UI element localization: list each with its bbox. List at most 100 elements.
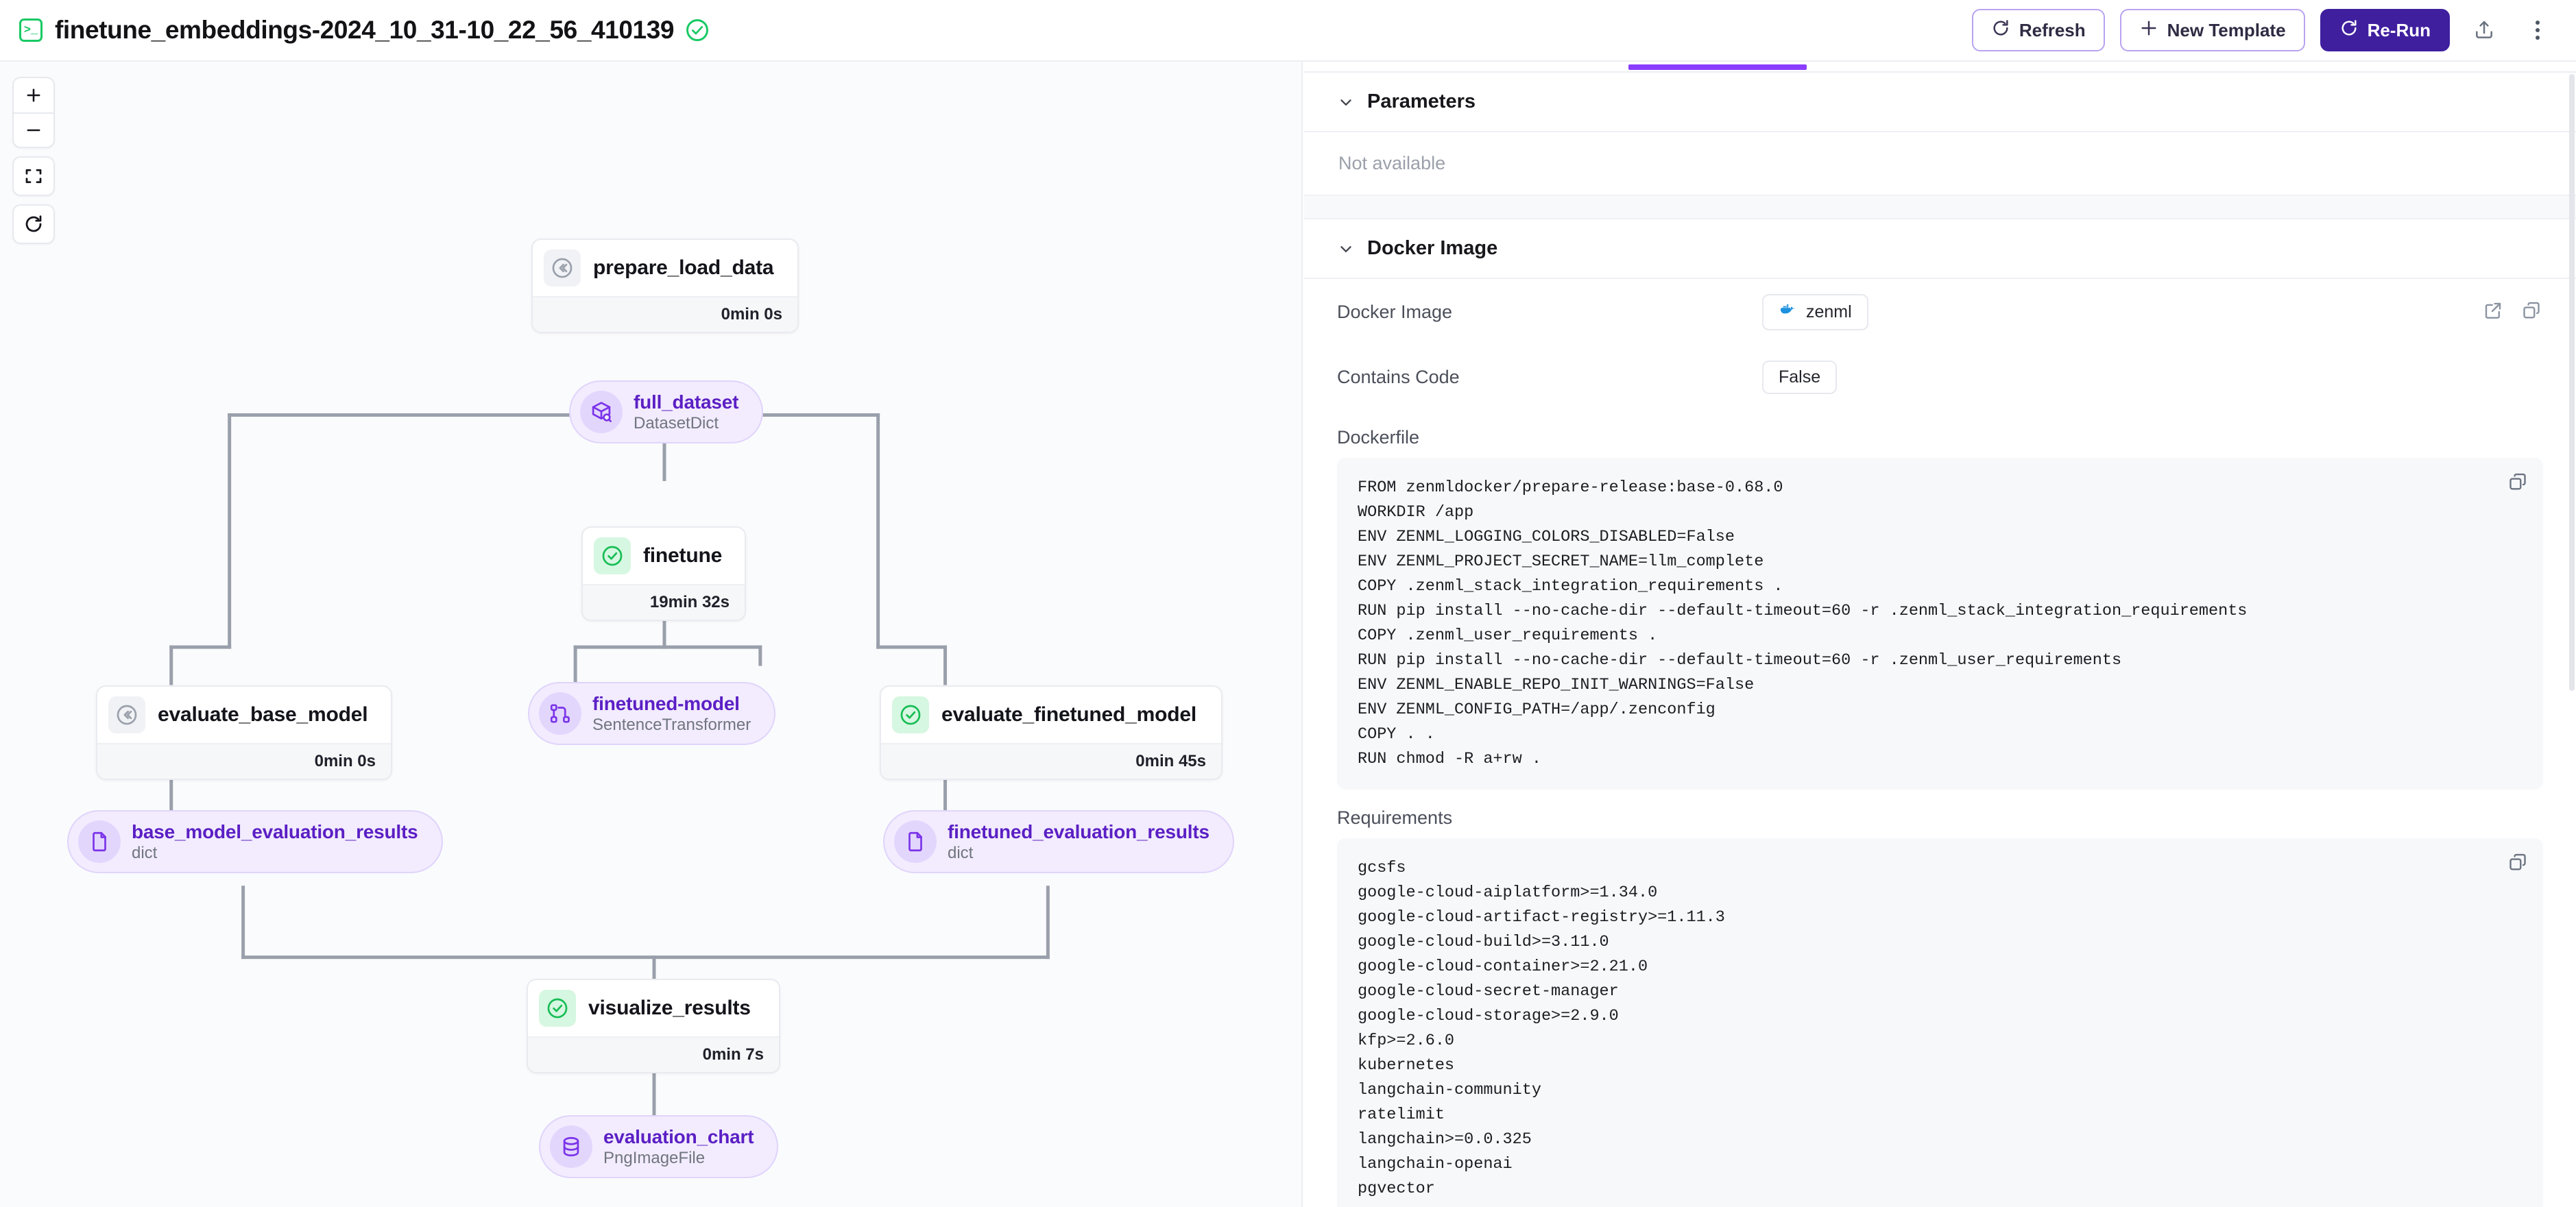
- dag-step-node[interactable]: visualize_results 0min 7s: [527, 979, 780, 1073]
- content-area: prepare_load_data 0min 0s full_dataset D…: [0, 62, 2576, 1207]
- zoom-button-group: [12, 77, 55, 148]
- reset-view-button[interactable]: [12, 204, 55, 244]
- refresh-icon: [1991, 19, 2010, 42]
- copy-icon[interactable]: [2507, 472, 2528, 492]
- step-duration: 19min 32s: [583, 584, 745, 620]
- dag-artifact-node[interactable]: evaluation_chart PngImageFile: [539, 1115, 779, 1178]
- copy-icon[interactable]: [2507, 852, 2528, 873]
- check-circle-icon: [686, 19, 709, 41]
- contains-code-key: Contains Code: [1337, 367, 1460, 387]
- requirements-code-block: gcsfs google-cloud-aiplatform>=1.34.0 go…: [1337, 838, 2543, 1207]
- page-title: finetune_embeddings-2024_10_31-10_22_56_…: [55, 16, 675, 44]
- step-header: prepare_load_data: [533, 240, 797, 296]
- zoom-out-button[interactable]: [14, 112, 53, 147]
- docker-image-value: zenml: [1806, 302, 1852, 321]
- artifact-name: finetuned_evaluation_results: [948, 820, 1209, 842]
- dag-artifact-node[interactable]: full_dataset DatasetDict: [569, 380, 764, 443]
- header-left-group: >_ finetune_embeddings-2024_10_31-10_22_…: [19, 16, 709, 45]
- section-header-docker-image[interactable]: Docker Image: [1304, 219, 2576, 279]
- re-run-button[interactable]: Re-Run: [2320, 9, 2450, 51]
- step-duration: 0min 45s: [881, 743, 1221, 779]
- panel-scrollbar[interactable]: [2569, 74, 2575, 691]
- docker-whale-icon: [1779, 301, 1796, 324]
- new-template-label: New Template: [2167, 19, 2286, 40]
- artifact-type: DatasetDict: [634, 413, 719, 432]
- new-template-button[interactable]: New Template: [2119, 9, 2305, 51]
- artifact-name: base_model_evaluation_results: [132, 820, 418, 842]
- step-name: evaluate_finetuned_model: [941, 703, 1196, 726]
- model-nodes-icon: [539, 692, 581, 735]
- dag-artifact-node[interactable]: base_model_evaluation_results dict: [67, 810, 443, 873]
- chevron-down-icon: [1337, 93, 1355, 111]
- check-circle-icon: [539, 990, 576, 1027]
- dag-artifact-node[interactable]: finetuned_evaluation_results dict: [883, 810, 1234, 873]
- chevrons-left-icon: [544, 249, 581, 286]
- step-duration: 0min 0s: [97, 743, 391, 779]
- artifact-labels: finetuned-model SentenceTransformer: [592, 693, 751, 735]
- step-header: evaluate_finetuned_model: [881, 687, 1221, 743]
- artifact-labels: base_model_evaluation_results dict: [132, 821, 418, 863]
- active-tab-indicator[interactable]: [1628, 64, 1807, 70]
- requirements-content: gcsfs google-cloud-aiplatform>=1.34.0 go…: [1358, 859, 1725, 1198]
- dag-step-node[interactable]: evaluate_base_model 0min 0s: [96, 685, 392, 780]
- check-circle-icon: [892, 696, 929, 733]
- chevrons-left-icon: [108, 696, 145, 733]
- step-header: finetune: [583, 528, 745, 584]
- refresh-button[interactable]: Refresh: [1971, 9, 2105, 51]
- artifact-name: full_dataset: [634, 391, 739, 413]
- artifact-type: dict: [948, 843, 974, 862]
- external-link-icon[interactable]: [2483, 300, 2503, 324]
- artifact-type: SentenceTransformer: [592, 715, 751, 734]
- refresh-label: Refresh: [2019, 19, 2086, 40]
- step-duration: 0min 0s: [533, 296, 797, 332]
- step-name: prepare_load_data: [593, 256, 774, 279]
- check-circle-icon: [594, 537, 631, 574]
- docker-image-row: Docker Image zenml: [1304, 279, 2576, 345]
- terminal-icon: >_: [19, 19, 43, 42]
- dockerfile-code-block: FROM zenmldocker/prepare-release:base-0.…: [1337, 458, 2543, 790]
- section-title-docker-image: Docker Image: [1367, 237, 1498, 259]
- tab-strip: [1304, 62, 2576, 73]
- package-search-icon: [580, 391, 623, 433]
- step-duration: 0min 7s: [528, 1036, 779, 1072]
- step-name: evaluate_base_model: [158, 703, 368, 726]
- share-icon[interactable]: [2465, 11, 2503, 49]
- more-vertical-icon[interactable]: [2518, 11, 2557, 49]
- chevron-down-icon: [1337, 240, 1355, 258]
- pipeline-dag-canvas[interactable]: prepare_load_data 0min 0s full_dataset D…: [0, 62, 1303, 1207]
- artifact-name: finetuned-model: [592, 692, 740, 714]
- docker-image-value-group: zenml: [1762, 294, 1868, 330]
- dag-step-node[interactable]: prepare_load_data 0min 0s: [531, 239, 799, 333]
- section-header-parameters[interactable]: Parameters: [1304, 73, 2576, 132]
- section-title-parameters: Parameters: [1367, 90, 1476, 112]
- file-icon: [78, 820, 121, 863]
- artifact-name: evaluation_chart: [603, 1125, 754, 1147]
- details-panel: Parameters Not available Docker Image Do…: [1304, 62, 2576, 1207]
- zoom-in-button[interactable]: [14, 78, 53, 112]
- step-header: visualize_results: [528, 980, 779, 1036]
- header-actions: Refresh New Template Re-Run: [1971, 9, 2557, 51]
- copy-icon[interactable]: [2521, 300, 2542, 324]
- fit-screen-button[interactable]: [12, 156, 55, 196]
- dag-step-node[interactable]: finetune 19min 32s: [581, 526, 746, 621]
- file-icon: [894, 820, 937, 863]
- section-divider-band: [1304, 196, 2576, 219]
- database-icon: [550, 1125, 592, 1168]
- contains-code-row: Contains Code False: [1304, 345, 2576, 409]
- step-name: visualize_results: [588, 997, 751, 1019]
- parameters-empty-text: Not available: [1304, 132, 2576, 196]
- artifact-type: dict: [132, 843, 158, 862]
- artifact-type: PngImageFile: [603, 1148, 706, 1167]
- artifact-labels: evaluation_chart PngImageFile: [603, 1126, 754, 1168]
- contains-code-value: False: [1762, 361, 1838, 394]
- docker-image-chip[interactable]: zenml: [1762, 294, 1868, 330]
- dag-artifact-node[interactable]: finetuned-model SentenceTransformer: [528, 682, 776, 745]
- canvas-controls: [12, 77, 55, 244]
- step-name: finetune: [643, 544, 723, 567]
- dockerfile-label: Dockerfile: [1337, 427, 1420, 448]
- docker-image-actions: [2483, 300, 2542, 324]
- dockerfile-content: FROM zenmldocker/prepare-release:base-0.…: [1358, 478, 2248, 768]
- rerun-icon: [2339, 19, 2359, 42]
- dag-step-node[interactable]: evaluate_finetuned_model 0min 45s: [880, 685, 1223, 780]
- step-header: evaluate_base_model: [97, 687, 391, 743]
